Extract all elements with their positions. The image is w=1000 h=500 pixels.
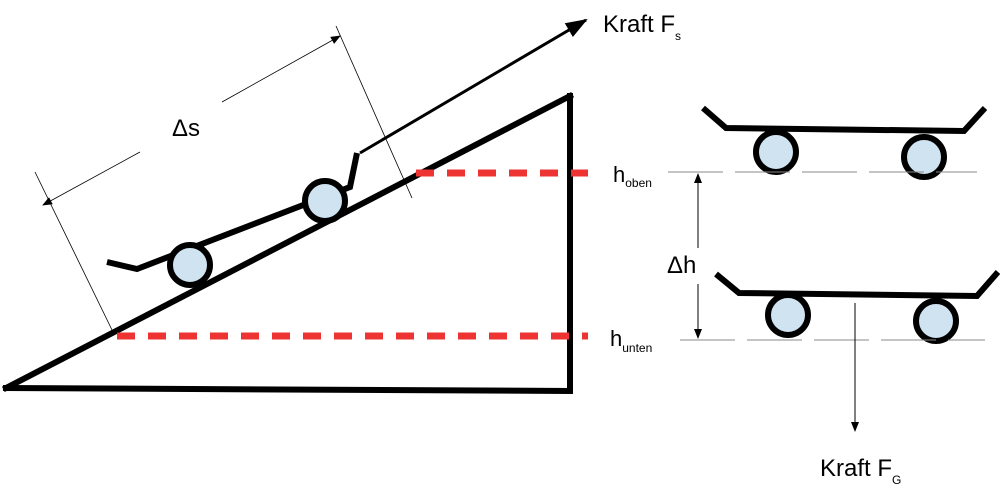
delta-s-dimension — [34, 25, 413, 333]
ramp-triangle — [1, 91, 575, 395]
force-s-arrow — [359, 18, 588, 155]
wheel — [765, 292, 811, 338]
force-s-label: Kraft Fs — [603, 11, 681, 43]
cart-top — [701, 105, 988, 180]
h-top-label: hoben — [613, 162, 652, 190]
wheel — [913, 298, 959, 344]
force-g-label: Kraft FG — [820, 455, 901, 487]
delta-h-label: Δh — [667, 252, 696, 279]
wheel — [302, 178, 348, 224]
h-bottom-label: hunten — [610, 326, 652, 355]
delta-s-label: Δs — [172, 115, 200, 142]
wheel — [901, 134, 947, 180]
wheel — [753, 129, 799, 175]
cart-on-slope — [106, 152, 360, 288]
cart-bottom — [714, 270, 1000, 344]
wheel — [167, 242, 213, 288]
